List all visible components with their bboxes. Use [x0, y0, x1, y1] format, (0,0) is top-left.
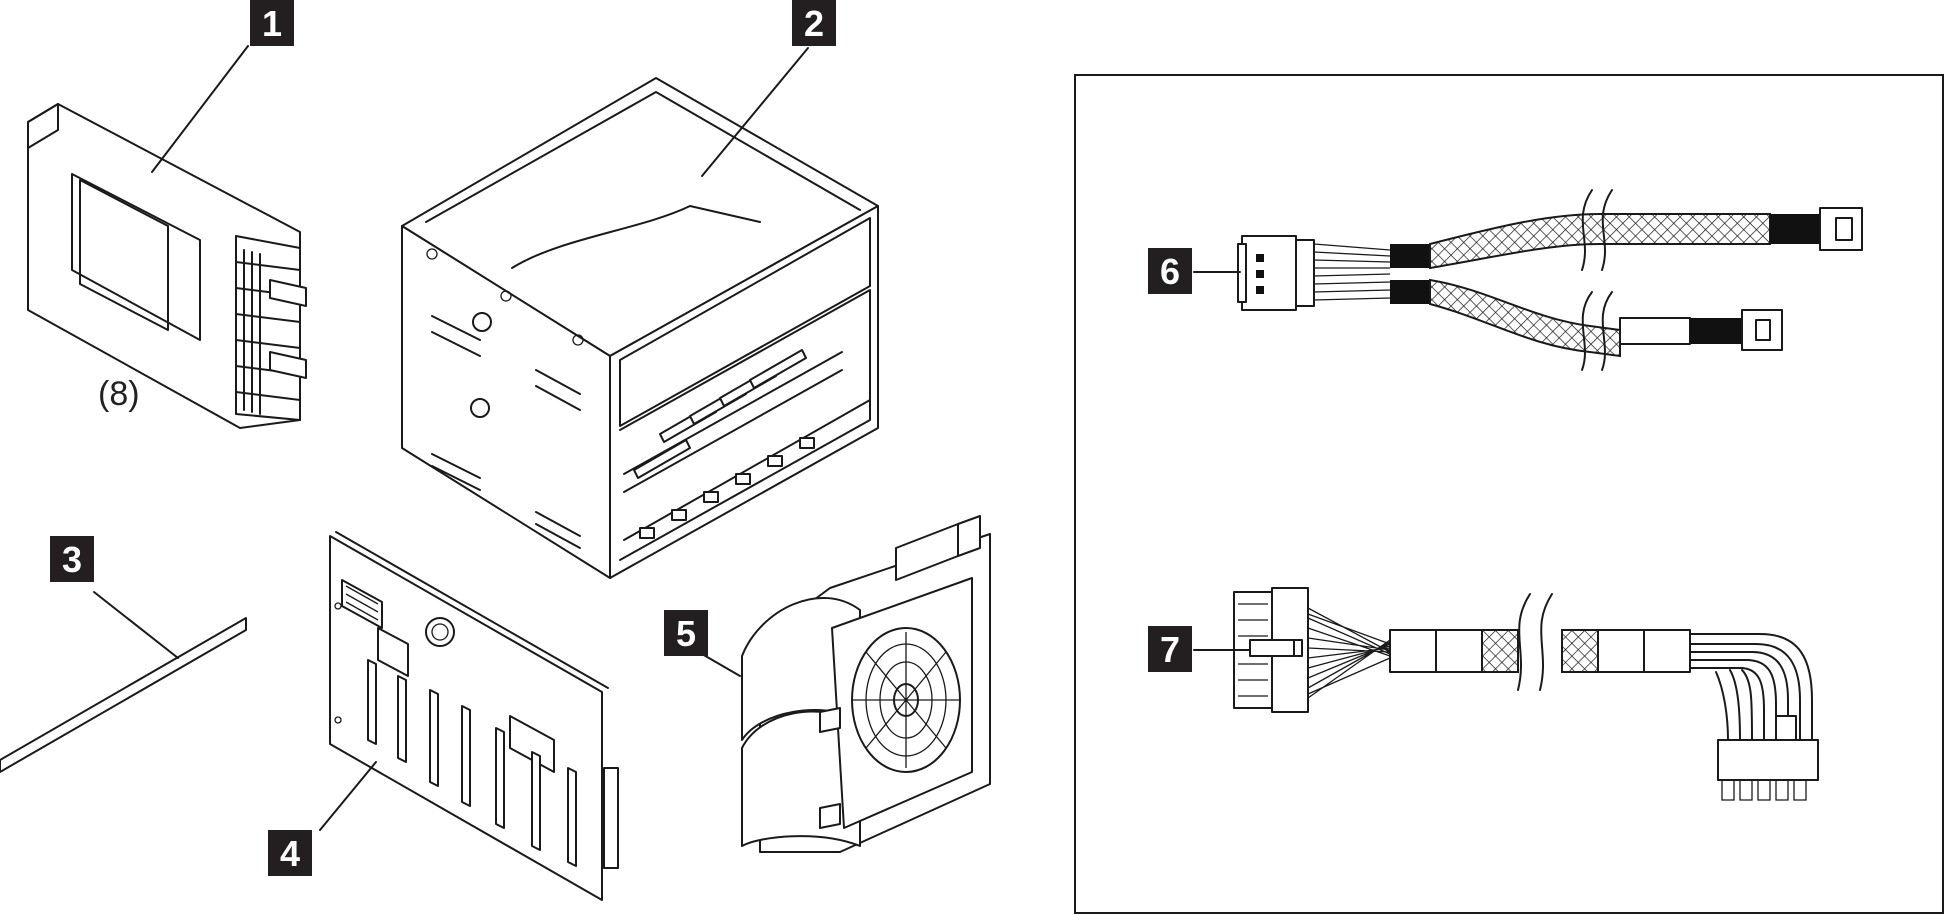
- callout-5-box: [664, 610, 708, 656]
- callout-6-label: 6: [1160, 251, 1180, 292]
- callout-4-box: [268, 830, 312, 876]
- callout-7: 7: [1148, 626, 1192, 672]
- drive-cage: [401, 47, 879, 579]
- callout-5: 5: [664, 610, 708, 656]
- callout-3-box: [50, 536, 94, 582]
- callout-7-box: [1148, 626, 1192, 672]
- callout-3-label: 3: [62, 539, 82, 580]
- callout-1-box: [250, 0, 294, 46]
- power-cable: [1193, 587, 1819, 801]
- callout-1: 1: [250, 0, 294, 46]
- callout-1-label: 1: [262, 3, 282, 44]
- callout-2: 2: [792, 0, 836, 46]
- fan-assembly: [701, 515, 991, 853]
- backplane-connectors: [334, 579, 577, 867]
- callout-6-box: [1148, 248, 1192, 294]
- cable-panel-frame: [1074, 74, 1944, 914]
- backplane: [319, 531, 619, 901]
- callout-3: 3: [50, 536, 94, 582]
- callout-2-label: 2: [804, 3, 824, 44]
- filler-strip: [0, 591, 247, 773]
- callout-4: 4: [268, 830, 312, 876]
- callout-5-label: 5: [676, 613, 696, 654]
- callout-2-box: [792, 0, 836, 46]
- callout-7-label: 7: [1160, 629, 1180, 670]
- signal-cable: [1193, 189, 1863, 371]
- cage-slots: [623, 349, 871, 541]
- drive-filler: [27, 45, 307, 429]
- callout-6: 6: [1148, 248, 1192, 294]
- quantity-note: (8): [98, 375, 140, 413]
- callout-4-label: 4: [280, 833, 300, 874]
